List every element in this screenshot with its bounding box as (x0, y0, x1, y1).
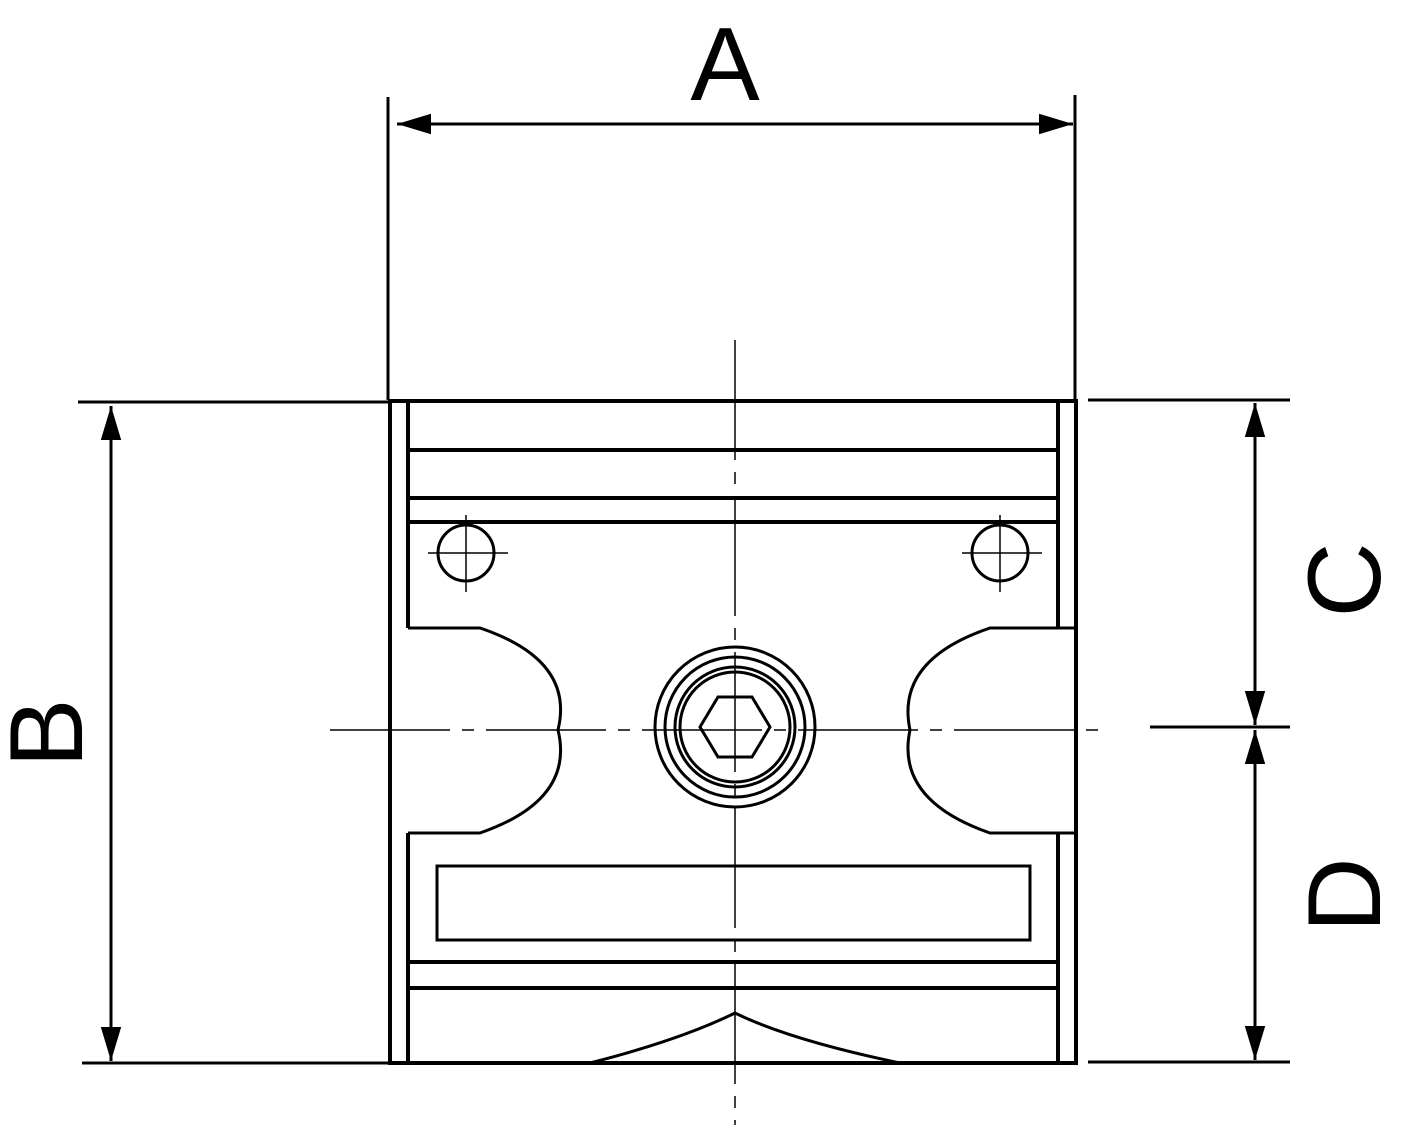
mounting-hole-right (962, 515, 1042, 592)
dimension-c-d (1088, 398, 1290, 1064)
dimension-b (78, 400, 388, 1065)
centerlines (330, 340, 1100, 1125)
dimension-label-d: D (1287, 857, 1403, 932)
dimension-a (386, 95, 1077, 400)
dimension-label-c: C (1287, 542, 1403, 617)
body-outline (388, 399, 1078, 1065)
mounting-hole-left (428, 515, 508, 592)
dimension-label-b: B (0, 698, 105, 767)
dimension-label-a: A (690, 7, 760, 123)
drain-slot (435, 864, 1032, 942)
